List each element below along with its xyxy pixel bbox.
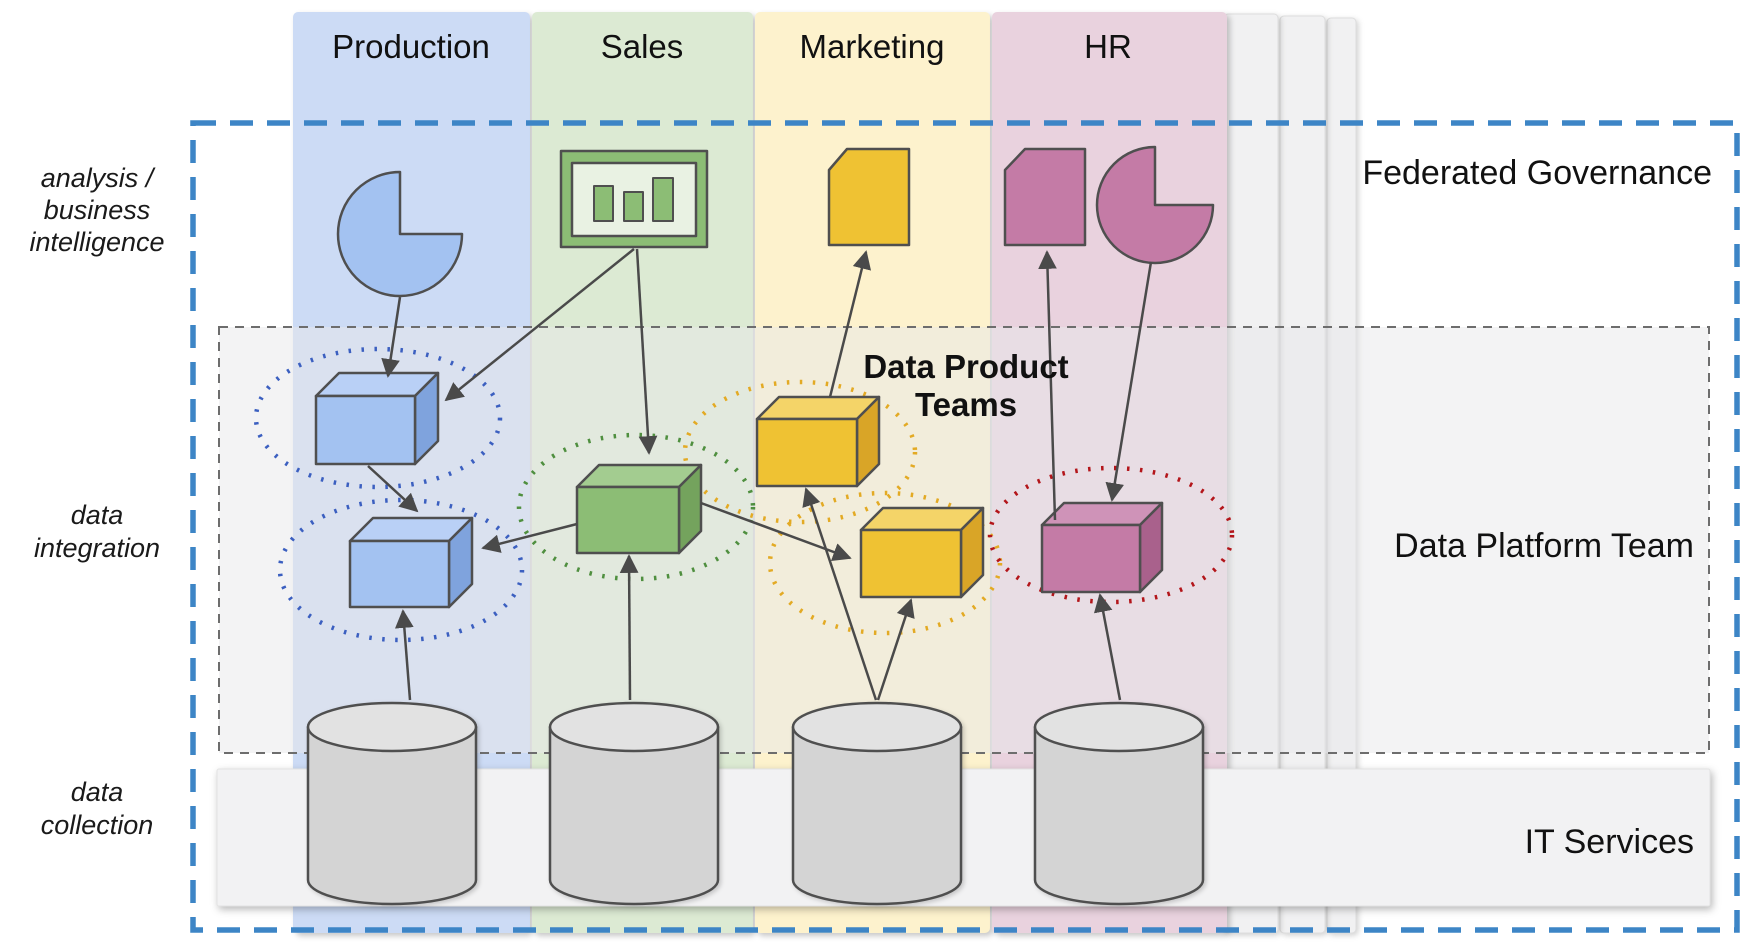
sales-data-product-cube xyxy=(575,463,703,555)
data-platform-team-label: Data Platform Team xyxy=(1394,527,1694,565)
cube-front-face xyxy=(314,394,417,466)
column-header-hr: HR xyxy=(1084,28,1132,65)
row-label-line: intelligence xyxy=(29,227,164,257)
data-product-teams-label: Data Product Teams xyxy=(863,348,1068,423)
federated-governance-label: Federated Governance xyxy=(1362,154,1712,192)
dotted-ellipse-production-team-2 xyxy=(277,497,525,643)
hr-data-product-cube xyxy=(1040,501,1164,594)
arrow-chart-to-cube1-production xyxy=(444,248,635,402)
cylinder-top xyxy=(306,701,478,753)
data-product-teams-line2: Teams xyxy=(915,386,1017,423)
arrow-pie-to-cube1-production xyxy=(381,296,402,378)
cylinder-top xyxy=(548,701,720,753)
marketing-data-product-cube-2 xyxy=(859,506,985,599)
production-data-product-cube-1 xyxy=(314,371,440,466)
arrow-sales-cylinder-to-cube xyxy=(619,554,639,701)
arrow-hr-cube-to-document xyxy=(1038,250,1057,521)
sales-database-cylinder-icon xyxy=(548,701,720,906)
cylinder-body xyxy=(791,725,963,906)
production-database-cylinder-icon xyxy=(306,701,478,906)
dotted-ellipse-sales-team xyxy=(516,432,756,582)
row-label-line: data xyxy=(71,500,124,530)
row-label-line: data xyxy=(71,777,124,807)
marketing-database-cylinder-icon xyxy=(791,701,963,906)
arrow-chart-to-sales-cube xyxy=(635,248,658,455)
cylinder-top xyxy=(791,701,963,753)
arrow-hr-pie-to-cube xyxy=(1105,261,1153,502)
bar-chart-bar xyxy=(593,185,614,222)
dotted-ellipse-marketing-team-1 xyxy=(682,379,918,525)
row-label-data-collection: data collection xyxy=(41,777,154,840)
cube-front-face xyxy=(859,528,963,599)
row-label-line: integration xyxy=(34,533,160,563)
arrow-marketing-cylinder-to-cube2 xyxy=(876,598,915,701)
cylinder-top xyxy=(1033,701,1205,753)
data-product-teams-line1: Data Product xyxy=(863,348,1068,385)
cube-front-face xyxy=(575,485,681,555)
cylinder-body xyxy=(548,725,720,906)
row-label-line: collection xyxy=(41,810,154,840)
bar-chart-bar xyxy=(623,191,644,222)
dotted-ellipse-hr-team xyxy=(987,465,1235,605)
marketing-document-icon xyxy=(827,147,911,247)
arrow-sales-cube-to-production-cube2 xyxy=(481,522,578,553)
hr-document-icon xyxy=(1003,147,1087,247)
flow-arrows xyxy=(367,248,1153,701)
cylinder-body xyxy=(306,725,478,906)
row-label-line: business xyxy=(44,195,151,225)
arrow-marketing-cylinder-to-cube1 xyxy=(802,487,878,701)
column-header-marketing: Marketing xyxy=(800,28,945,65)
arrow-marketing-cube1-to-document xyxy=(828,250,872,398)
cube-front-face xyxy=(348,539,451,609)
data-product-team-markers xyxy=(253,346,1235,643)
dotted-ellipse-marketing-team-2 xyxy=(767,490,1003,636)
bar-chart-bar xyxy=(652,177,674,222)
sales-bar-chart-icon xyxy=(559,149,709,249)
dotted-ellipse-production-team-1 xyxy=(253,346,503,490)
column-header-production: Production xyxy=(332,28,490,65)
row-label-data-integration: data integration xyxy=(34,500,160,563)
cylinder-body xyxy=(1033,725,1205,906)
column-header-sales: Sales xyxy=(601,28,684,65)
row-label-line: analysis / xyxy=(41,163,156,193)
it-services-label: IT Services xyxy=(1525,823,1694,861)
marketing-data-product-cube-1 xyxy=(755,395,881,488)
arrow-hr-cylinder-to-cube xyxy=(1093,593,1122,701)
cube-front-face xyxy=(1040,523,1142,594)
production-data-product-cube-2 xyxy=(348,516,474,609)
production-pie-chart-icon xyxy=(336,170,464,298)
hr-pie-chart-icon xyxy=(1095,145,1215,265)
row-label-analysis-bi: analysis / business intelligence xyxy=(29,163,164,257)
cube-front-face xyxy=(755,417,859,488)
arrow-production-cylinder-to-cube2 xyxy=(394,609,414,701)
federated-governance-border xyxy=(190,120,1740,933)
hr-database-cylinder-icon xyxy=(1033,701,1205,906)
arrow-cube1-to-cube2-production xyxy=(367,465,419,513)
